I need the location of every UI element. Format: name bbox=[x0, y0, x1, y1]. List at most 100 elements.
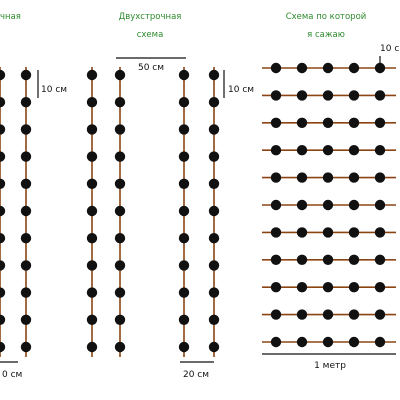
seed-dot bbox=[0, 178, 6, 189]
seed-dot bbox=[270, 145, 282, 156]
middle-bottom-label: 20 см bbox=[183, 370, 209, 380]
seed-dot bbox=[20, 97, 32, 108]
seed-dot bbox=[348, 145, 360, 156]
seed-dot bbox=[374, 172, 386, 183]
seed-dot bbox=[114, 314, 126, 325]
seed-dot bbox=[178, 233, 190, 244]
seed-dot bbox=[86, 260, 98, 271]
seed-dot bbox=[86, 205, 98, 217]
seed-dot bbox=[322, 90, 334, 101]
seed-dot bbox=[348, 282, 360, 293]
seed-dot bbox=[208, 124, 220, 135]
seed-dot bbox=[86, 124, 98, 135]
seed-dot bbox=[0, 287, 6, 298]
seed-dot bbox=[374, 282, 386, 293]
seed-dot bbox=[208, 287, 220, 298]
seed-dot bbox=[374, 199, 386, 211]
seed-dot bbox=[86, 69, 98, 81]
seed-dot bbox=[20, 151, 32, 162]
seed-dot bbox=[208, 151, 220, 162]
seed-dot bbox=[270, 199, 282, 211]
seed-dot bbox=[322, 309, 334, 320]
seed-dot bbox=[114, 205, 126, 217]
seed-dot bbox=[0, 205, 6, 217]
seed-dot bbox=[296, 199, 308, 211]
seed-dot bbox=[322, 254, 334, 265]
middle-width-label: 50 см bbox=[138, 63, 164, 73]
seed-dot bbox=[0, 260, 6, 271]
seed-dot bbox=[296, 309, 308, 320]
seed-dot bbox=[296, 90, 308, 101]
seed-dot bbox=[270, 172, 282, 183]
seed-dot bbox=[86, 97, 98, 108]
seed-dot bbox=[208, 178, 220, 189]
seed-dot bbox=[178, 69, 190, 81]
seed-dot bbox=[348, 90, 360, 101]
seed-dot bbox=[178, 205, 190, 217]
seed-dot bbox=[20, 314, 32, 325]
seed-dot bbox=[348, 336, 360, 348]
seed-dot bbox=[114, 69, 126, 81]
seed-dot bbox=[178, 151, 190, 162]
seed-dot bbox=[322, 227, 334, 238]
seed-dot bbox=[114, 124, 126, 135]
seed-dot bbox=[114, 151, 126, 162]
seed-dot bbox=[348, 172, 360, 183]
seed-dot bbox=[348, 227, 360, 238]
middle-spacing-label: 10 см bbox=[228, 85, 254, 95]
seed-dot bbox=[270, 117, 282, 128]
seed-dot bbox=[270, 309, 282, 320]
seed-dot bbox=[0, 97, 6, 108]
seed-dot bbox=[208, 233, 220, 244]
seed-dot bbox=[208, 205, 220, 217]
seed-dot bbox=[178, 124, 190, 135]
seed-dot bbox=[178, 314, 190, 325]
seed-dot bbox=[348, 199, 360, 211]
seed-dot bbox=[322, 145, 334, 156]
seed-dot bbox=[270, 336, 282, 348]
seed-dot bbox=[348, 254, 360, 265]
seed-dot bbox=[86, 314, 98, 325]
seed-dot bbox=[322, 62, 334, 74]
seed-dot bbox=[270, 90, 282, 101]
seed-dot bbox=[20, 233, 32, 244]
left-spacing-label: 10 см bbox=[41, 85, 67, 95]
caption-middle-line2: схема bbox=[137, 30, 164, 40]
seed-dot bbox=[114, 260, 126, 271]
seed-dot bbox=[322, 336, 334, 348]
seed-dot bbox=[322, 282, 334, 293]
seed-dot bbox=[178, 97, 190, 108]
seed-dot bbox=[374, 145, 386, 156]
seed-dot bbox=[20, 124, 32, 135]
seed-dot bbox=[296, 172, 308, 183]
seed-dot bbox=[270, 282, 282, 293]
seed-dot bbox=[208, 341, 220, 353]
seed-dot bbox=[296, 62, 308, 74]
right-width-label: 1 метр bbox=[314, 361, 346, 371]
seed-dot bbox=[20, 260, 32, 271]
seed-dot bbox=[178, 287, 190, 298]
seed-dot bbox=[178, 178, 190, 189]
seed-dot bbox=[348, 62, 360, 74]
seed-dot bbox=[296, 282, 308, 293]
seed-dot bbox=[20, 178, 32, 189]
seed-dot bbox=[20, 341, 32, 353]
seed-dot bbox=[0, 314, 6, 325]
seed-dot bbox=[208, 97, 220, 108]
caption-middle-line1: Двухстрочная bbox=[119, 12, 182, 22]
caption-left: чная bbox=[0, 12, 21, 22]
seed-dot bbox=[86, 151, 98, 162]
seed-dot bbox=[86, 233, 98, 244]
seed-dot bbox=[0, 124, 6, 135]
seed-dot bbox=[114, 233, 126, 244]
right-spacing-label: 10 с bbox=[380, 44, 399, 54]
caption-right-line2: я сажаю bbox=[307, 30, 345, 40]
left-bottom-label: 0 см bbox=[2, 370, 22, 380]
seed-dot bbox=[20, 69, 32, 81]
seed-dot bbox=[86, 287, 98, 298]
seed-dot bbox=[374, 227, 386, 238]
seed-dot bbox=[322, 117, 334, 128]
seed-dot bbox=[270, 254, 282, 265]
seed-dot bbox=[270, 62, 282, 74]
seed-dot bbox=[114, 178, 126, 189]
